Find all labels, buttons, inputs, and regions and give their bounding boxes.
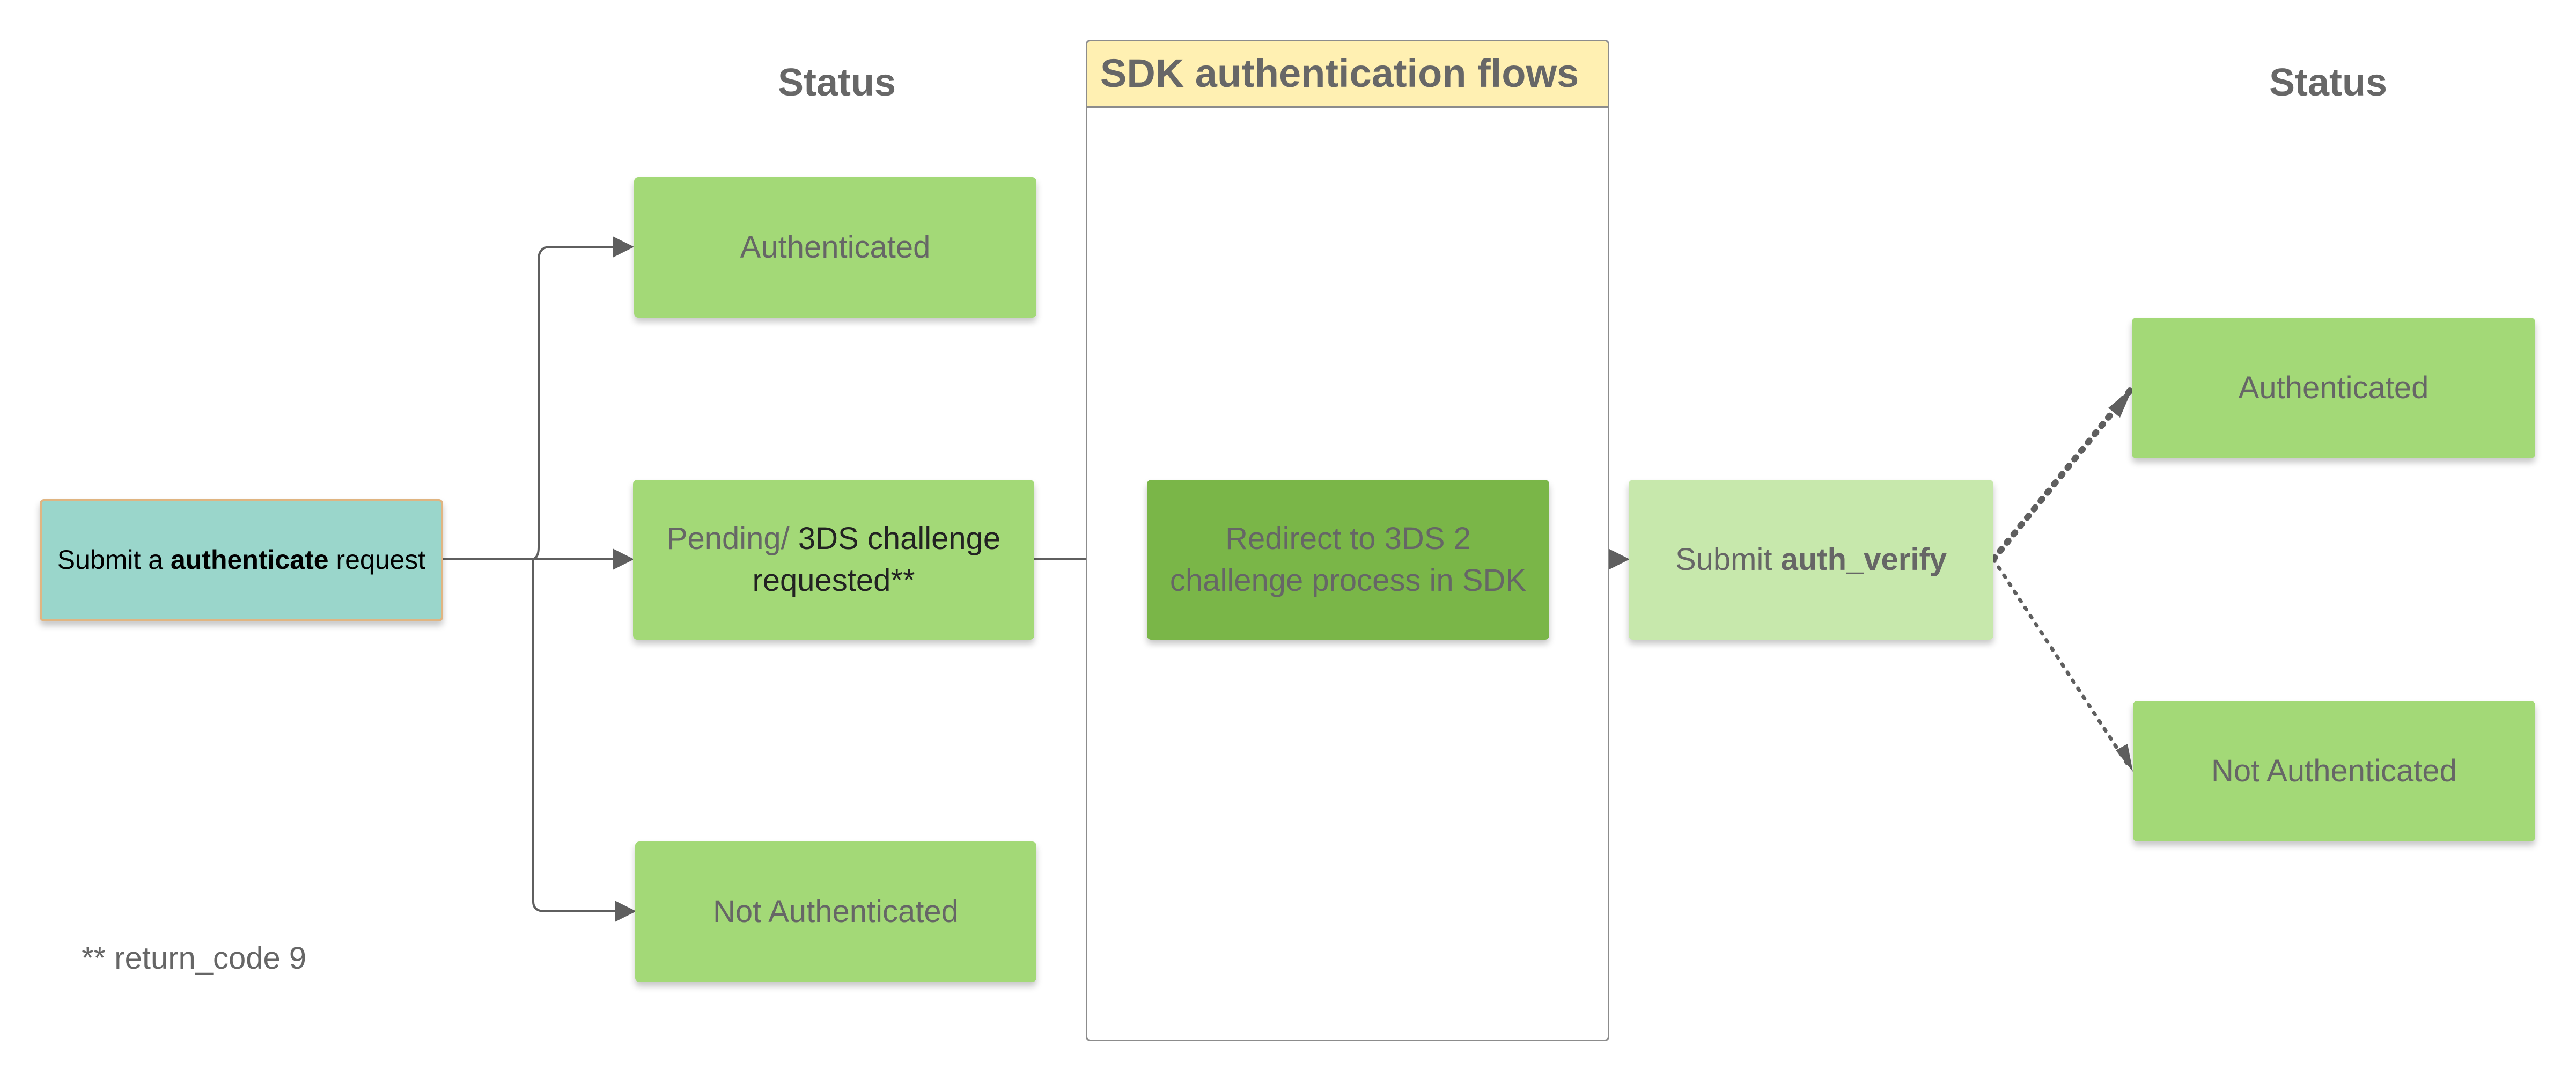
status-authenticated-right: Authenticated [2132, 318, 2535, 458]
status-authenticated-right-label: Authenticated [2238, 370, 2429, 405]
auth-verify-node-label: Submit auth_verify [1675, 542, 1947, 577]
status-pending-label: Pending/ 3DS challenge requested** [666, 521, 1001, 598]
start-node: Submit a authenticate request [40, 499, 443, 621]
connector-start-to-authenticated [531, 236, 634, 560]
auth-verify-node: Submit auth_verify [1629, 480, 1993, 640]
status-not-authenticated-right: Not Authenticated [2133, 701, 2535, 841]
connector-verify-to-not-authenticated [1991, 557, 2130, 766]
status-authenticated-left-label: Authenticated [740, 229, 931, 265]
connector-verify-to-authenticated [1990, 386, 2134, 562]
connector-start-to-not-authenticated [532, 559, 636, 922]
footnote: ** return_code 9 [82, 941, 307, 976]
status-not-authenticated-left: Not Authenticated [635, 841, 1036, 982]
redirect-node-label: Redirect to 3DS 2 challenge process in S… [1169, 521, 1527, 598]
status-not-authenticated-left-label: Not Authenticated [713, 894, 959, 929]
status-not-authenticated-right-label: Not Authenticated [2211, 753, 2457, 788]
arrowhead-not-authenticated-right [2116, 744, 2133, 772]
arrowhead-authenticated-right [2108, 387, 2133, 418]
start-node-label: Submit a authenticate request [57, 545, 426, 575]
lane-title: SDK authentication flows [1087, 41, 1608, 108]
status-authenticated-left: Authenticated [634, 177, 1036, 318]
status-pending: Pending/ 3DS challenge requested** [633, 480, 1034, 640]
status-heading-right: Status [2269, 61, 2388, 104]
redirect-node: Redirect to 3DS 2 challenge process in S… [1147, 480, 1549, 640]
status-heading-left: Status [777, 61, 896, 104]
